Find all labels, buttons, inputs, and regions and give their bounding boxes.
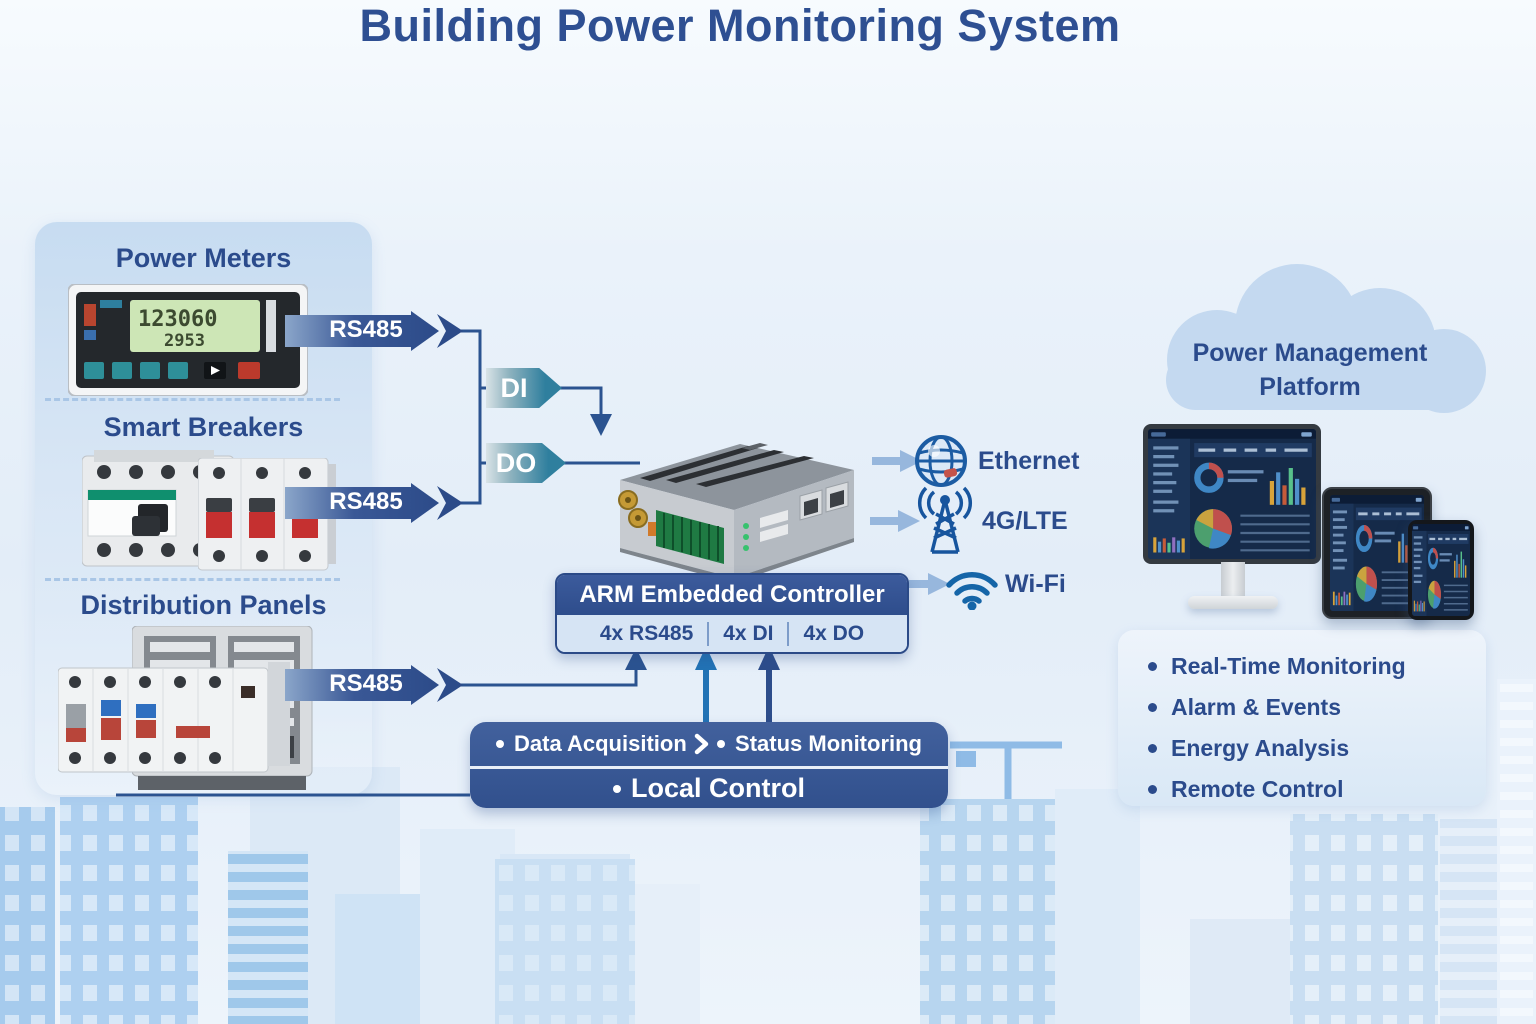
bullet-icon	[1148, 703, 1157, 712]
feature-item: Energy Analysis	[1148, 728, 1486, 769]
process-step-data-acquisition: Data Acquisition	[496, 731, 687, 757]
di-label: DI	[500, 372, 528, 403]
controller-title: ARM Embedded Controller	[557, 575, 907, 615]
chevron-right-icon	[694, 733, 709, 755]
spec-rs485: 4x RS485	[599, 621, 694, 645]
bullet-icon	[496, 740, 504, 748]
section-divider	[45, 578, 340, 581]
rs485-label: RS485	[329, 670, 403, 697]
cellular-label: 4G/LTE	[982, 507, 1068, 535]
phone-device	[1408, 520, 1474, 620]
wifi-icon	[946, 572, 998, 610]
process-step-label: Local Control	[631, 773, 805, 803]
rs485-label: RS485	[329, 488, 403, 515]
process-step-status-monitoring: Status Monitoring	[717, 731, 922, 757]
section-title-power-meters: Power Meters	[115, 243, 292, 273]
controller-box: ARM Embedded Controller 4x RS485 4x DI 4…	[555, 573, 909, 654]
section-title-distribution-panels: Distribution Panels	[80, 590, 327, 620]
process-step-label: Status Monitoring	[735, 731, 922, 756]
feature-item: Remote Control	[1148, 769, 1486, 810]
city-skyline	[0, 679, 1536, 1024]
monitor-device	[1143, 424, 1321, 564]
page-title: Building Power Monitoring System	[359, 0, 1121, 51]
wifi-label: Wi-Fi	[1005, 570, 1066, 598]
process-bar: Data Acquisition Status Monitoring Local…	[470, 722, 948, 808]
bullet-icon	[1148, 662, 1157, 671]
rs485-banner-distribution-panels: RS485	[285, 665, 465, 705]
svg-text:2953: 2953	[164, 331, 205, 351]
feature-item: Real-Time Monitoring	[1148, 646, 1486, 687]
feature-item: Alarm & Events	[1148, 687, 1486, 728]
rs485-banner-smart-breakers: RS485	[285, 483, 465, 523]
monitor-stand	[1221, 562, 1245, 598]
bullet-icon	[717, 740, 726, 748]
process-step-label: Data Acquisition	[514, 731, 687, 756]
svg-text:123060: 123060	[138, 307, 217, 332]
globe-icon	[915, 435, 967, 487]
feature-label: Alarm & Events	[1171, 694, 1342, 720]
feature-label: Real-Time Monitoring	[1171, 653, 1406, 679]
arm-controller-device-image	[618, 443, 854, 583]
spec-di: 4x DI	[707, 621, 773, 646]
process-row-top: Data Acquisition Status Monitoring	[470, 722, 948, 769]
platform-features-panel: Real-Time Monitoring Alarm & Events Ener…	[1118, 630, 1486, 806]
ethernet-label: Ethernet	[978, 447, 1080, 475]
cloud-title: Power Management Platform	[1140, 336, 1480, 404]
feature-label: Energy Analysis	[1171, 735, 1350, 761]
process-step-local-control: Local Control	[613, 773, 805, 804]
cloud-title-line1: Power Management	[1192, 339, 1428, 367]
rs485-label: RS485	[329, 316, 403, 343]
feature-label: Remote Control	[1171, 776, 1344, 802]
cloud-shape	[1166, 264, 1486, 413]
process-row-bottom: Local Control	[470, 769, 948, 808]
bullet-icon	[1148, 785, 1157, 794]
cell-tower-icon	[918, 486, 972, 554]
section-divider	[45, 398, 340, 401]
section-title-smart-breakers: Smart Breakers	[103, 412, 304, 442]
bullet-icon	[613, 784, 621, 793]
breaker-strip-image	[58, 662, 290, 773]
power-meter-image: 123060 2953	[68, 284, 308, 396]
bullet-icon	[1148, 744, 1157, 753]
controller-specs: 4x RS485 4x DI 4x DO	[557, 615, 907, 652]
do-label: DO	[495, 447, 537, 478]
cloud-title-line2: Platform	[1259, 373, 1361, 401]
rs485-banner-power-meters: RS485	[285, 311, 465, 351]
monitor-dashboard-screen	[1148, 429, 1316, 559]
spec-do: 4x DO	[787, 621, 864, 646]
monitor-base	[1188, 596, 1278, 609]
phone-dashboard-screen	[1412, 524, 1470, 616]
